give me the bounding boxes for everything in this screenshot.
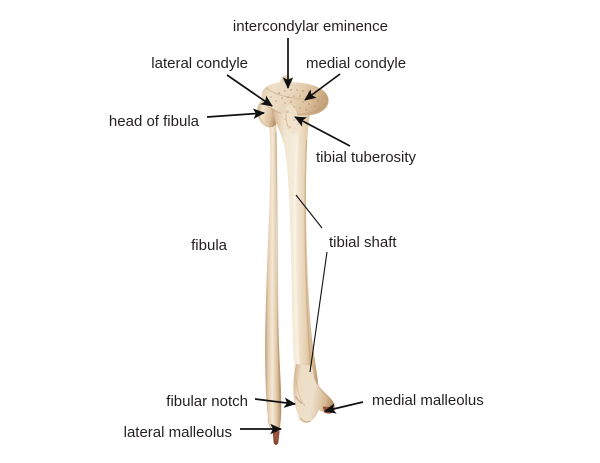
leader-fibular-notch (254, 397, 296, 408)
label-fibula: fibula (191, 237, 227, 254)
leader-tibial-tuberosity (294, 116, 351, 147)
label-tibial-tuberosity: tibial tuberosity (316, 149, 417, 166)
label-medial-malleolus: medial malleolus (372, 392, 484, 409)
leader-tibial-shaft-upper (295, 194, 323, 229)
leader-lines (206, 38, 364, 435)
label-head-of-fibula: head of fibula (108, 113, 199, 130)
leader-medial-malleolus (324, 401, 364, 414)
fibula-bone (257, 97, 282, 445)
label-medial-condyle: medial condyle (306, 55, 407, 72)
leader-head-of-fibula (206, 108, 265, 120)
label-intercondylar-eminence: intercondylar eminence (232, 18, 388, 35)
leader-tibial-shaft-lower (309, 251, 328, 373)
label-tibial-shaft: tibial shaft (329, 234, 397, 251)
label-lateral-malleolus: lateral malleolus (123, 424, 232, 441)
leader-lines-plain (295, 194, 328, 373)
label-lateral-condyle: lateral condyle (151, 55, 248, 72)
leader-medial-condyle (304, 73, 341, 101)
leader-lateral-condyle (226, 74, 273, 107)
label-fibular-notch: fibular notch (166, 393, 248, 410)
